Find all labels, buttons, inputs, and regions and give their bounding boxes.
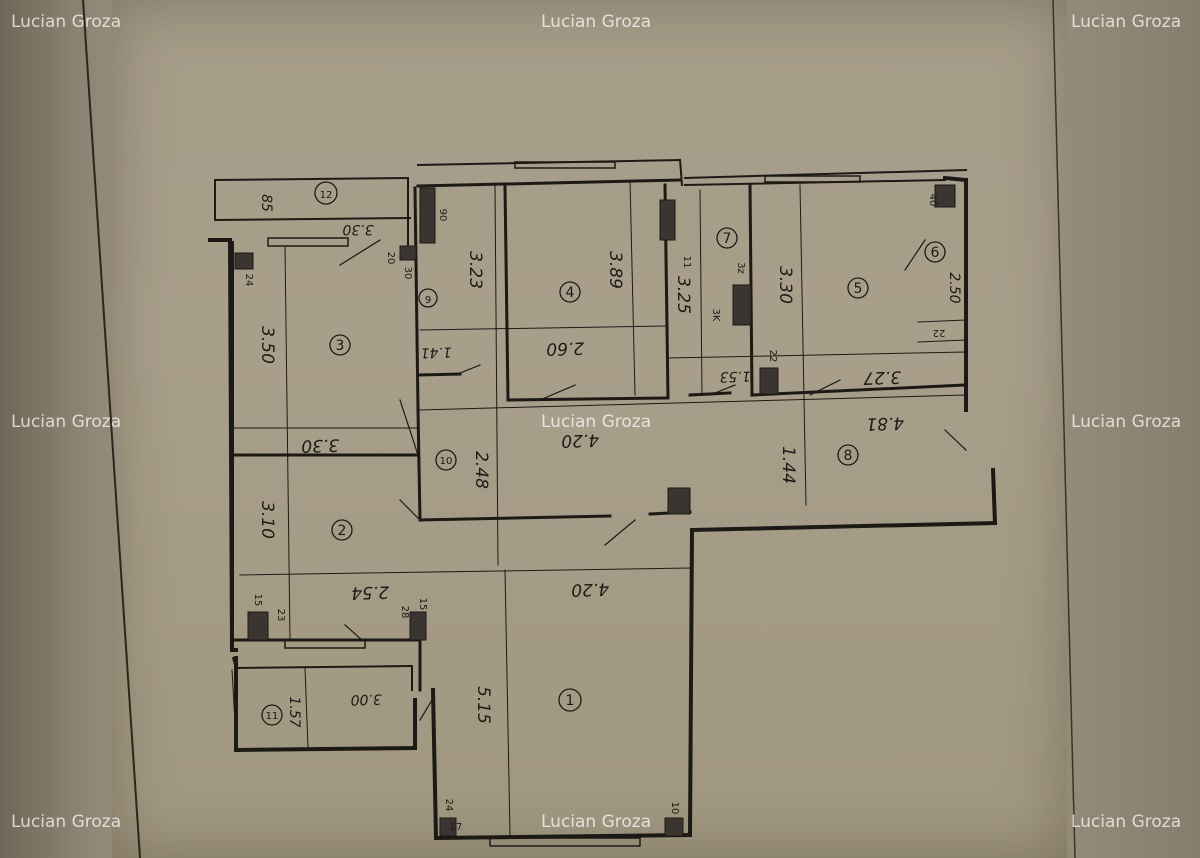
room-1-width: 4.20	[571, 578, 610, 599]
room-11-width: 3.00	[350, 690, 382, 707]
room-9-height: 3.23	[465, 251, 485, 289]
note-24-top: 24	[243, 274, 254, 287]
watermark-top-center: Lucian Groza	[541, 12, 652, 32]
note-22-b: 22	[767, 350, 778, 363]
note-10: 10	[669, 802, 680, 815]
room-3-height: 3.50	[257, 326, 277, 364]
room-12-number: 12	[320, 190, 333, 201]
watermark-bottom-right: Lucian Groza	[1071, 812, 1182, 832]
note-15-b: 15	[417, 598, 428, 611]
room-12-width: 3.30	[342, 221, 373, 237]
room-5-number: 5	[854, 281, 863, 297]
room-8-number: 8	[844, 448, 853, 464]
room-8-width: 4.81	[866, 412, 905, 433]
room-7-width: 1.53	[719, 367, 751, 384]
note-40: 40	[927, 194, 938, 207]
room-3-number: 3	[336, 338, 345, 354]
note-23: 23	[275, 609, 286, 622]
interior-walls	[230, 178, 968, 692]
room-6-height: 2.50	[946, 272, 962, 303]
room-8-height: 1.44	[778, 446, 798, 484]
dimension-lines	[231, 179, 967, 836]
room-3-width: 3.30	[301, 434, 340, 455]
watermark-middle-right: Lucian Groza	[1071, 412, 1182, 432]
room-9-width: 1.41	[420, 343, 452, 360]
note-28: 28	[399, 606, 410, 619]
watermark-top-right: Lucian Groza	[1071, 12, 1182, 32]
room-6-number: 6	[931, 245, 940, 261]
room-7-height: 3.25	[673, 276, 693, 314]
columns	[234, 184, 956, 837]
room-12-height: 85	[258, 194, 274, 212]
room-4-number: 4	[566, 285, 575, 301]
room-9-number: 9	[425, 295, 431, 306]
note-3z: 3z	[735, 262, 746, 274]
note-20: 20	[385, 252, 396, 265]
watermark-middle-left: Lucian Groza	[11, 412, 122, 432]
room-1-number: 1	[566, 693, 575, 709]
watermark-bottom-center: Lucian Groza	[541, 812, 652, 832]
paper-sheet	[112, 0, 1067, 858]
room-10-width: 4.20	[561, 429, 600, 450]
note-24-bottom: 24	[443, 799, 454, 812]
room-4-width: 2.60	[546, 337, 585, 358]
note-22-a: 22	[933, 327, 946, 338]
windows	[267, 161, 861, 847]
room-7-number: 7	[723, 231, 732, 247]
note-30: 30	[402, 267, 413, 280]
room-5-width: 3.27	[863, 366, 902, 387]
room-2-number: 2	[338, 523, 347, 539]
room-11-height: 1.57	[286, 696, 302, 727]
note-90: 90	[437, 209, 448, 222]
watermark-middle-center: Lucian Groza	[541, 412, 652, 432]
sheet-border-right	[1052, 0, 1076, 858]
watermark-bottom-left: Lucian Groza	[11, 812, 122, 832]
room-2-width: 2.54	[351, 581, 390, 602]
room-4-height: 3.89	[605, 251, 625, 289]
room-10-height: 2.48	[471, 451, 491, 489]
room-11-number: 11	[266, 711, 279, 722]
watermark-top-left: Lucian Groza	[11, 12, 122, 32]
door-swings	[339, 239, 967, 721]
room-1-height: 5.15	[473, 686, 493, 724]
room-5-height: 3.30	[775, 266, 795, 304]
note-15-a: 15	[252, 594, 263, 607]
sheet-border-left	[82, 0, 141, 858]
note-3k: 3K	[710, 309, 721, 322]
note-11: 11	[681, 256, 692, 269]
room-2-height: 3.10	[257, 501, 277, 539]
note-17: 17	[450, 822, 463, 833]
exterior-walls	[208, 175, 998, 841]
room-10-number: 10	[440, 456, 453, 467]
